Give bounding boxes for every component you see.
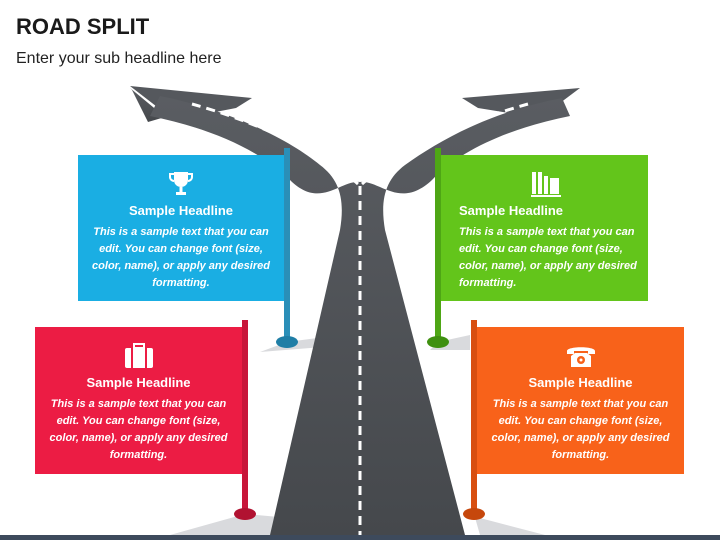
pole-shadow: [170, 514, 290, 535]
footer-bar: [0, 535, 720, 540]
card-headline: Sample Headline: [459, 203, 564, 218]
road-dash-right: [361, 102, 529, 186]
blue-flag-pole-base: [276, 336, 298, 348]
orange-flag-pole: [471, 320, 477, 512]
card-body: This is a sample text that you can edit.…: [459, 226, 637, 289]
pole-shadow: [474, 514, 545, 535]
road-right-arrow-head: [462, 88, 580, 118]
card-headline: Sample Headline: [528, 375, 633, 390]
card-body: This is a sample text that you can edit.…: [491, 398, 670, 461]
card-headline: Sample Headline: [86, 375, 191, 390]
telephone-icon: [566, 347, 595, 367]
green-flag-pole: [435, 148, 441, 340]
page-title: ROAD SPLIT: [16, 14, 150, 39]
blue-flag-pole: [284, 148, 290, 340]
orange-flag-pole-base: [463, 508, 485, 520]
red-flag-pole: [242, 320, 248, 512]
road-body: [150, 96, 570, 535]
page-subtitle: Enter your sub headline here: [16, 50, 222, 67]
trophy-icon: [169, 172, 193, 195]
road-dash-left: [191, 102, 359, 186]
card-green: Sample Headline This is a sample text th…: [441, 155, 648, 301]
red-flag-pole-base: [234, 508, 256, 520]
card-red: Sample Headline This is a sample text th…: [35, 327, 242, 474]
card-orange: Sample Headline This is a sample text th…: [477, 327, 684, 474]
card-headline: Sample Headline: [128, 203, 234, 218]
books-icon: [531, 172, 561, 197]
card-body: This is a sample text that you can edit.…: [92, 226, 270, 289]
green-flag-pole-base: [427, 336, 449, 348]
card-body: This is a sample text that you can edit.…: [49, 398, 228, 461]
road-left-arrow-head: [130, 86, 252, 120]
briefcase-icon: [124, 343, 153, 368]
card-blue: Sample Headline This is a sample text th…: [78, 155, 284, 301]
